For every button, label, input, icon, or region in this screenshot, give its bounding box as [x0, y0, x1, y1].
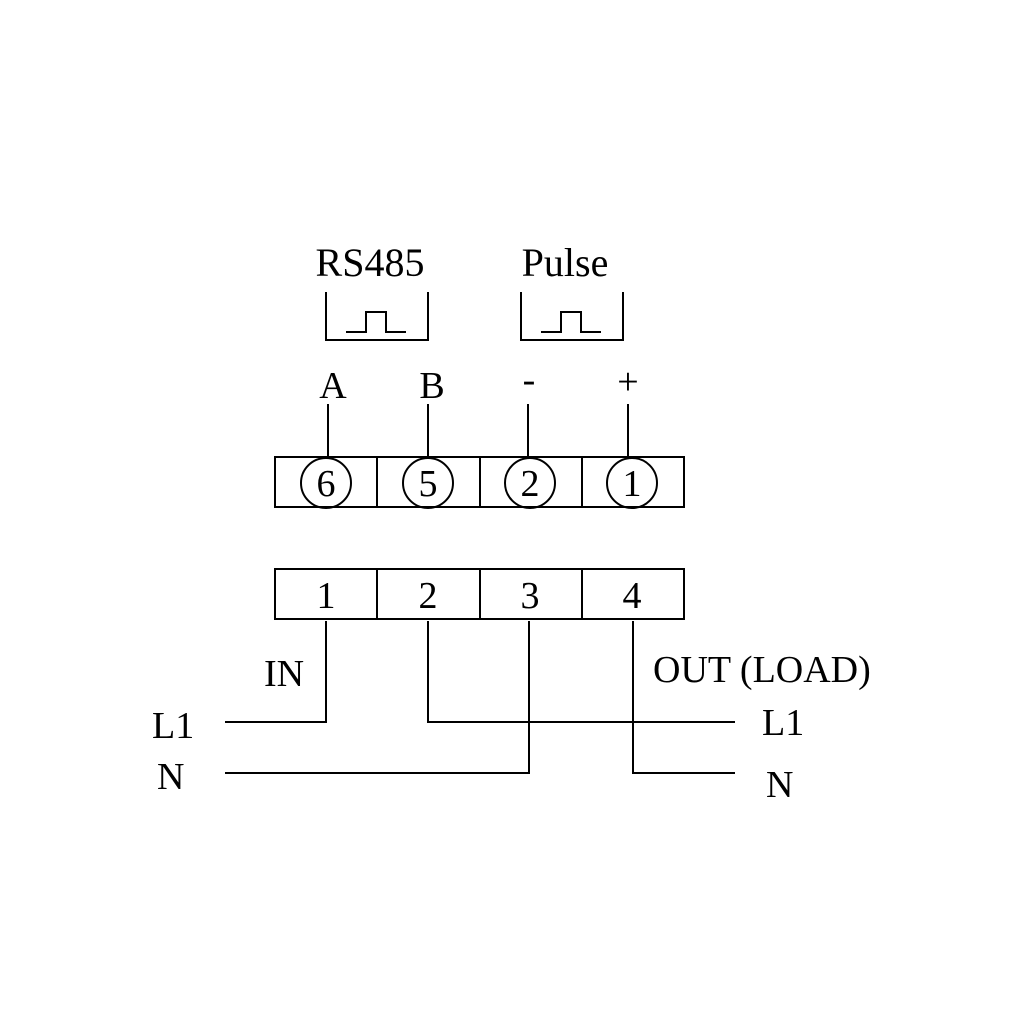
out-l1-label: L1 — [762, 702, 804, 744]
rs485-signal-bracket — [325, 292, 429, 341]
pole-label-plus: + — [617, 361, 638, 403]
signal-terminal-5: 5 — [402, 457, 454, 509]
pole-label-minus: - — [523, 359, 536, 401]
signal-terminal-2-number: 2 — [521, 463, 540, 505]
signal-terminal-6-number: 6 — [317, 463, 336, 505]
signal-terminal-1: 1 — [606, 457, 658, 509]
in-l1-label: L1 — [152, 705, 194, 747]
pulse-signal-bracket — [520, 292, 624, 341]
signal-terminal-5-number: 5 — [419, 463, 438, 505]
signal-terminal-2: 2 — [504, 457, 556, 509]
pulse-pulse-symbol — [541, 311, 601, 333]
signal-terminal-6: 6 — [300, 457, 352, 509]
signal-terminal-block: 6 5 2 1 — [274, 456, 685, 509]
in-n-label: N — [157, 756, 184, 798]
pole-label-b: B — [419, 365, 444, 407]
power-terminal-4-number: 4 — [623, 575, 642, 617]
wire-out-n — [632, 621, 735, 774]
power-terminal-2-number: 2 — [419, 575, 438, 617]
rs485-title: RS485 — [316, 240, 425, 285]
in-label: IN — [264, 653, 304, 695]
power-terminal-3-number: 3 — [521, 575, 540, 617]
signal-terminal-1-number: 1 — [623, 463, 642, 505]
out-n-label: N — [766, 764, 793, 806]
power-terminal-block: 1 2 3 4 — [274, 568, 685, 620]
power-terminal-1-number: 1 — [317, 575, 336, 617]
pole-label-a: A — [319, 365, 347, 407]
pulse-title: Pulse — [522, 240, 609, 285]
out-load-label: OUT (LOAD) — [653, 649, 871, 691]
rs485-pulse-symbol — [346, 311, 406, 333]
wire-in-l1 — [225, 621, 327, 723]
wire-in-n — [225, 621, 530, 774]
